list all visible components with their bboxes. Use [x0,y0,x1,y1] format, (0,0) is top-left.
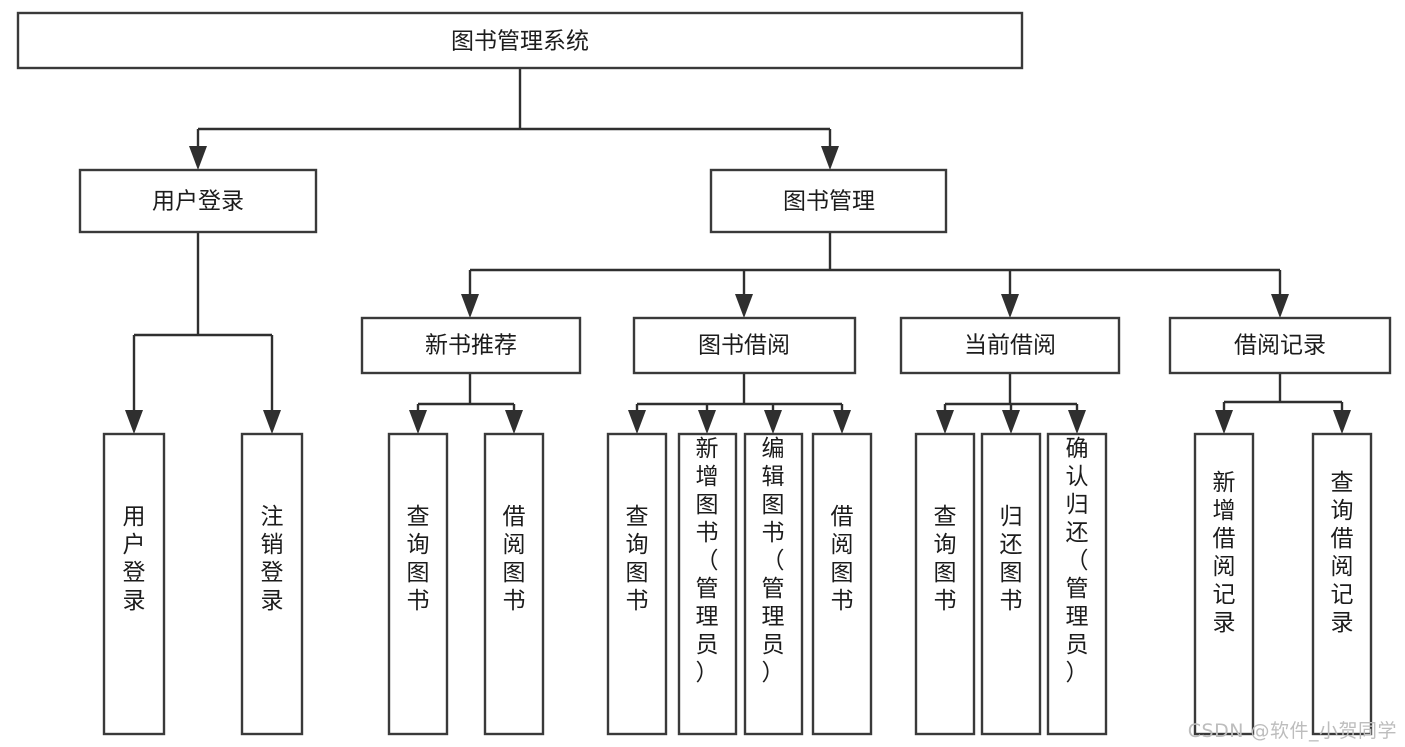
node-book-borrow[interactable]: 图书借阅 [632,316,857,375]
leaf-borrow-record-1-box[interactable] [1193,432,1255,736]
node-current-borrow-box[interactable] [899,316,1121,375]
arrow-newbook-leaf-1 [409,410,427,434]
node-current-borrow[interactable]: 当前借阅 [899,316,1121,375]
leaf-user-login-1[interactable]: 用户登录 [102,432,166,736]
leaf-new-book-2-label: 借阅图书 [503,504,526,614]
arrow-record-leaf-1 [1215,410,1233,434]
node-user-login[interactable]: 用户登录 [78,168,318,234]
leaf-current-borrow-1-box[interactable] [914,432,976,736]
leaf-book-borrow-3-label: 编辑图书（管理员） [762,436,785,686]
leaf-book-borrow-1-box[interactable] [606,432,668,736]
leaf-new-book-2-box[interactable] [483,432,545,736]
leaf-user-login-1-box[interactable] [102,432,166,736]
leaf-new-book-1-label: 查询图书 [407,504,430,614]
arrow-newbook-leaf-2 [505,410,523,434]
node-book-borrow-box[interactable] [632,316,857,375]
connector-group-root [189,68,839,170]
node-new-book-recommend-box[interactable] [360,316,582,375]
arrow-borrow-leaf-4 [833,410,851,434]
leaf-book-borrow-1-label: 查询图书 [626,504,649,614]
node-borrow-record-box[interactable] [1168,316,1392,375]
leaf-book-borrow-3[interactable]: 编辑图书（管理员） [743,432,804,736]
leaf-current-borrow-2-box[interactable] [980,432,1042,736]
node-book-manage-box[interactable] [709,168,948,234]
leaf-book-borrow-2-box[interactable] [677,432,738,736]
arrow-current-leaf-2 [1002,410,1020,434]
node-current-borrow-label: 当前借阅 [964,333,1056,359]
leaf-book-borrow-2-label: 新增图书（管理员） [696,436,719,686]
node-book-borrow-label: 图书借阅 [698,333,790,359]
leaf-borrow-record-2-box[interactable] [1311,432,1373,736]
arrow-user-leaf-1 [125,410,143,434]
connector-group-record [1215,373,1351,434]
leaf-new-book-2[interactable]: 借阅图书 [483,432,545,736]
leaf-new-book-1[interactable]: 查询图书 [387,432,449,736]
arrow-current-leaf-3 [1068,410,1086,434]
node-user-login-label: 用户登录 [152,189,244,215]
leaf-current-borrow-3[interactable]: 确认归还（管理员） [1046,432,1108,736]
leaf-book-borrow-1[interactable]: 查询图书 [606,432,668,736]
node-new-book-recommend-label: 新书推荐 [425,333,517,359]
leaf-book-borrow-2[interactable]: 新增图书（管理员） [677,432,738,736]
leaf-borrow-record-1-label: 新增借阅记录 [1213,470,1236,636]
connector-group-book-manage [461,232,1289,318]
leaf-current-borrow-1-label: 查询图书 [934,504,957,614]
arrow-current-leaf-1 [936,410,954,434]
node-borrow-record[interactable]: 借阅记录 [1168,316,1392,375]
csdn-watermark: CSDN @软件_小贺同学 [1187,720,1397,742]
leaf-borrow-record-2[interactable]: 查询借阅记录 [1311,432,1373,736]
leaf-current-borrow-2[interactable]: 归还图书 [980,432,1042,736]
arrow-book-child-4 [1271,294,1289,318]
connector-group-current-borrow [936,373,1086,434]
leaf-book-borrow-4-label: 借阅图书 [831,504,854,614]
leaf-user-login-2[interactable]: 注销登录 [240,432,304,736]
arrow-user-leaf-2 [263,410,281,434]
arrow-root-to-user [189,146,207,170]
arrow-record-leaf-2 [1333,410,1351,434]
node-user-login-box[interactable] [78,168,318,234]
arrow-book-child-3 [1001,294,1019,318]
leaf-borrow-record-2-label: 查询借阅记录 [1331,470,1354,636]
arrow-borrow-leaf-3 [764,410,782,434]
node-book-manage-label: 图书管理 [783,189,875,215]
leaf-current-borrow-3-box[interactable] [1046,432,1108,736]
arrow-root-to-book [821,146,839,170]
connector-group-borrow [628,373,851,434]
leaf-borrow-record-1[interactable]: 新增借阅记录 [1193,432,1255,736]
leaf-book-borrow-4-box[interactable] [811,432,873,736]
connector-group-user-login [125,232,281,434]
node-root-system[interactable]: 图书管理系统 [16,11,1024,70]
leaf-user-login-1-label: 用户登录 [123,504,146,614]
leaf-book-borrow-3-box[interactable] [743,432,804,736]
leaf-current-borrow-1[interactable]: 查询图书 [914,432,976,736]
node-root-system-label: 图书管理系统 [451,29,589,55]
leaf-new-book-1-box[interactable] [387,432,449,736]
leaf-current-borrow-3-label: 确认归还（管理员） [1066,436,1089,686]
leaf-book-borrow-4[interactable]: 借阅图书 [811,432,873,736]
arrow-borrow-leaf-1 [628,410,646,434]
node-borrow-record-label: 借阅记录 [1234,333,1326,359]
connector-group-new-book [409,373,523,434]
arrow-book-child-1 [461,294,479,318]
leaf-user-login-2-label: 注销登录 [261,504,284,614]
leaf-user-login-2-box[interactable] [240,432,304,736]
node-book-manage[interactable]: 图书管理 [709,168,948,234]
node-root-system-box[interactable] [16,11,1024,70]
arrow-borrow-leaf-2 [698,410,716,434]
arrow-book-child-2 [735,294,753,318]
node-new-book-recommend[interactable]: 新书推荐 [360,316,582,375]
leaf-current-borrow-2-label: 归还图书 [1000,504,1023,614]
